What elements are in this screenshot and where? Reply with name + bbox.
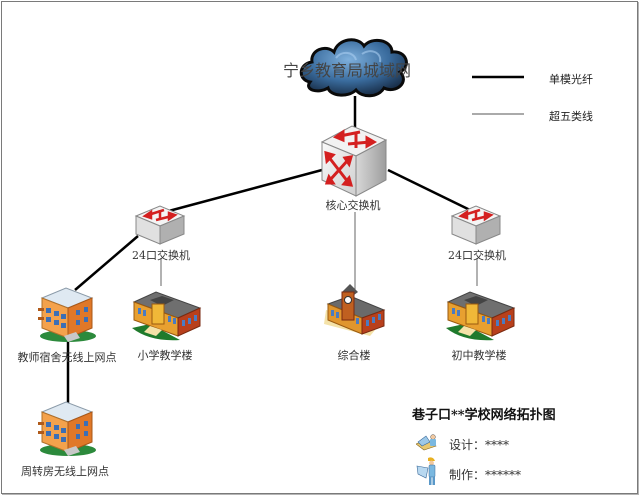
diagram-title: 巷子口**学校网络拓扑图 <box>412 408 556 423</box>
left-switch-icon[interactable] <box>134 202 186 246</box>
link-core-right-switch <box>387 168 471 212</box>
core-switch-label: 核心交换机 <box>325 199 381 212</box>
left-switch-label: 24口交换机 <box>132 249 190 262</box>
teacher-dorm-building-icon[interactable] <box>36 286 100 344</box>
transit-housing-building-icon[interactable] <box>36 400 100 458</box>
right-switch-icon[interactable] <box>450 202 502 246</box>
primary-building-icon[interactable] <box>130 284 204 342</box>
junior-building-icon[interactable] <box>444 284 518 342</box>
designer-icon <box>416 434 437 451</box>
junior-building-label: 初中教学楼 <box>451 349 507 362</box>
complex-building-icon[interactable] <box>322 284 388 340</box>
link-core-left-switch <box>164 168 323 214</box>
teacher-dorm-label: 教师宿舍无线上网点 <box>17 351 117 364</box>
legend-cat5-label: 超五类线 <box>549 110 593 123</box>
right-switch-label: 24口交换机 <box>448 249 506 262</box>
maker-icon <box>416 457 436 485</box>
primary-building-label: 小学教学楼 <box>137 349 193 362</box>
complex-building-label: 综合楼 <box>337 349 371 362</box>
maker-credit: 制作：****** <box>449 468 522 482</box>
cloud-label: 宁乡教育局城域网 <box>283 61 412 80</box>
cloud-icon <box>299 38 408 98</box>
core-switch-icon[interactable] <box>318 122 390 198</box>
legend-fiber-label: 单模光纤 <box>549 73 593 86</box>
link-left-switch-dorm <box>74 235 139 291</box>
designer-credit: 设计：**** <box>449 438 510 452</box>
transit-housing-label: 周转房无线上网点 <box>21 465 109 478</box>
